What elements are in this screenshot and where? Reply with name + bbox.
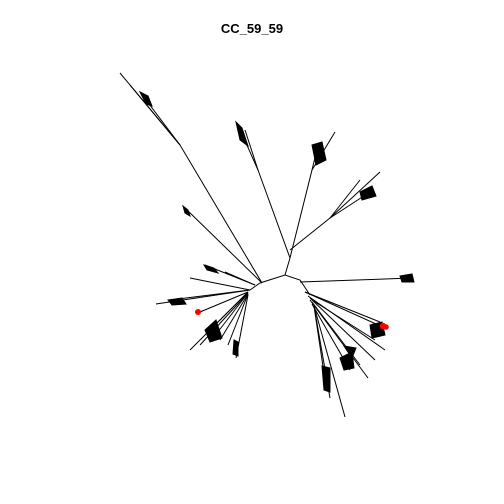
leaf-cluster — [321, 365, 331, 393]
tree-branch — [227, 293, 249, 346]
tree-branch — [199, 291, 249, 313]
tree-branch — [311, 299, 376, 341]
tree-branch — [309, 299, 369, 379]
tree-branch — [304, 291, 381, 323]
leaf-cluster — [202, 264, 220, 274]
tree-branch — [199, 292, 249, 346]
leaf-cluster — [182, 204, 191, 218]
leaf-cluster — [232, 339, 239, 357]
tree-branch — [219, 293, 249, 341]
tree-branch — [244, 129, 259, 171]
tree-branch — [169, 289, 251, 301]
tree-branch — [189, 277, 251, 291]
plot-title: CC_59_59 — [220, 21, 284, 36]
tree-branch — [329, 179, 361, 219]
tree-branch — [284, 257, 291, 276]
tree-branch — [184, 207, 263, 284]
tree-branch — [119, 72, 263, 284]
highlighted-tip — [195, 309, 201, 315]
highlighted-tip — [383, 324, 389, 330]
tree-branch — [307, 295, 386, 351]
tree-branch — [309, 297, 376, 361]
leaf-cluster — [138, 90, 153, 107]
tree-branch — [304, 291, 386, 329]
tree-branch — [224, 271, 256, 286]
tree-branch — [299, 277, 413, 283]
tree-branch — [129, 84, 181, 146]
tree-branch — [289, 144, 319, 259]
leaf-cluster — [342, 345, 357, 360]
leaf-cluster — [399, 273, 415, 283]
leaf-cluster — [235, 120, 249, 148]
leaf-cluster — [311, 141, 327, 166]
tree-branch — [313, 305, 346, 418]
tree-branch — [214, 291, 249, 326]
leaf-cluster — [359, 185, 377, 201]
leaf-cluster — [204, 319, 223, 343]
leaf-cluster — [167, 297, 187, 306]
